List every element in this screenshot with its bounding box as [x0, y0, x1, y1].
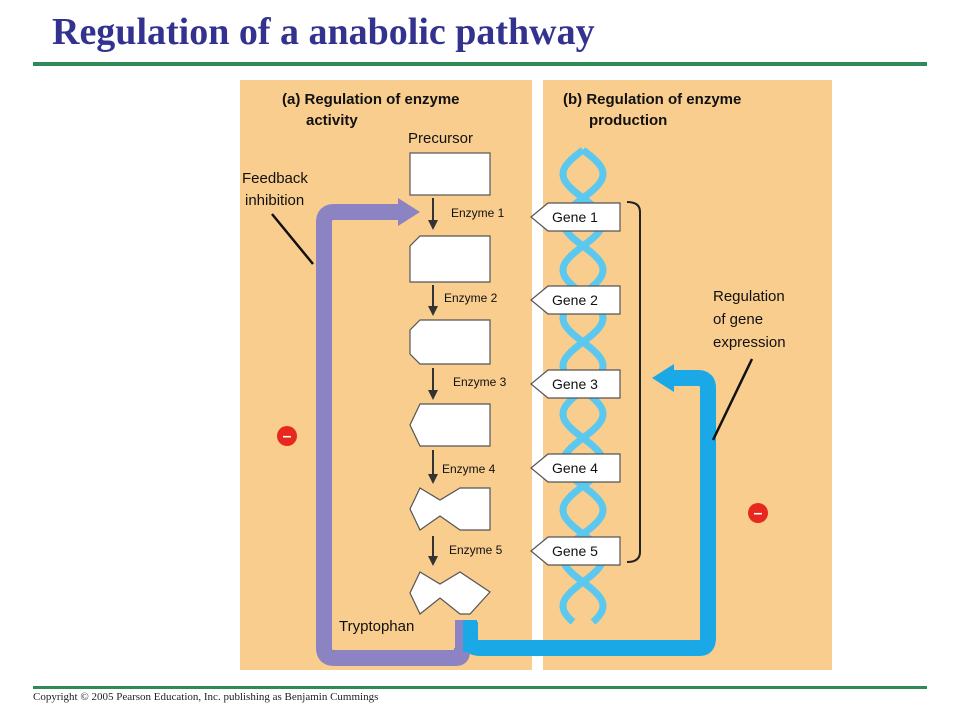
precursor-shape	[409, 152, 491, 196]
expression-inhibit-badge: –	[748, 503, 768, 523]
panel-a-heading-line1: (a) Regulation of enzyme	[282, 91, 460, 108]
feedback-arrowhead	[398, 198, 420, 226]
enzyme-4-label: Enzyme 4	[442, 462, 496, 476]
gene-5-label: Gene 5	[552, 543, 598, 559]
regulation-label-line1: Regulation	[713, 288, 785, 305]
precursor-label: Precursor	[408, 130, 473, 147]
feedback-inhibition-arrow	[316, 198, 470, 666]
feedback-leader-line	[271, 213, 314, 265]
gene-4-box	[530, 453, 621, 483]
step-arrow-3	[428, 368, 438, 400]
intermediate-3-shape	[409, 403, 491, 447]
gene-3-box	[530, 369, 621, 399]
gene-2-label: Gene 2	[552, 292, 598, 308]
step-arrow-4	[428, 450, 438, 484]
title-divider	[33, 62, 927, 66]
gene-1-label: Gene 1	[552, 209, 598, 225]
copyright-text: Copyright © 2005 Pearson Education, Inc.…	[33, 691, 379, 703]
enzyme-3-label: Enzyme 3	[453, 375, 507, 389]
enzyme-1-label: Enzyme 1	[451, 206, 505, 220]
step-arrow-1	[428, 198, 438, 230]
feedback-label-line1: Feedback	[242, 170, 308, 187]
footer-divider	[33, 686, 927, 689]
step-arrow-5	[428, 536, 438, 566]
feedback-inhibit-badge: –	[277, 426, 297, 446]
tryptophan-connector-left	[455, 620, 463, 652]
feedback-inhibit-symbol: –	[283, 428, 292, 445]
tryptophan-shape	[409, 571, 491, 615]
enzyme-5-label: Enzyme 5	[449, 543, 503, 557]
gene-1-box	[530, 202, 621, 232]
enzyme-2-label: Enzyme 2	[444, 291, 498, 305]
intermediate-2-shape	[409, 319, 491, 365]
gene-bracket	[626, 201, 641, 563]
gene-4-label: Gene 4	[552, 460, 598, 476]
expression-arrowhead	[652, 364, 674, 392]
gene-3-label: Gene 3	[552, 376, 598, 392]
panel-a-heading-line2: activity	[306, 112, 358, 129]
gene-5-box	[530, 536, 621, 566]
regulation-label-line3: expression	[713, 334, 786, 351]
feedback-label-line2: inhibition	[245, 192, 304, 209]
expression-inhibit-symbol: –	[754, 505, 763, 522]
tryptophan-label: Tryptophan	[339, 618, 414, 635]
gene-2-box	[530, 285, 621, 315]
panel-b-heading-line1: (b) Regulation of enzyme	[563, 91, 741, 108]
regulation-label-line2: of gene	[713, 311, 763, 328]
intermediate-4-shape	[409, 487, 491, 531]
intermediate-1-shape	[409, 235, 491, 283]
regulation-leader-line	[711, 358, 754, 441]
slide-title: Regulation of a anabolic pathway	[52, 11, 595, 53]
step-arrow-2	[428, 285, 438, 316]
panel-b-heading-line2: production	[589, 112, 667, 129]
